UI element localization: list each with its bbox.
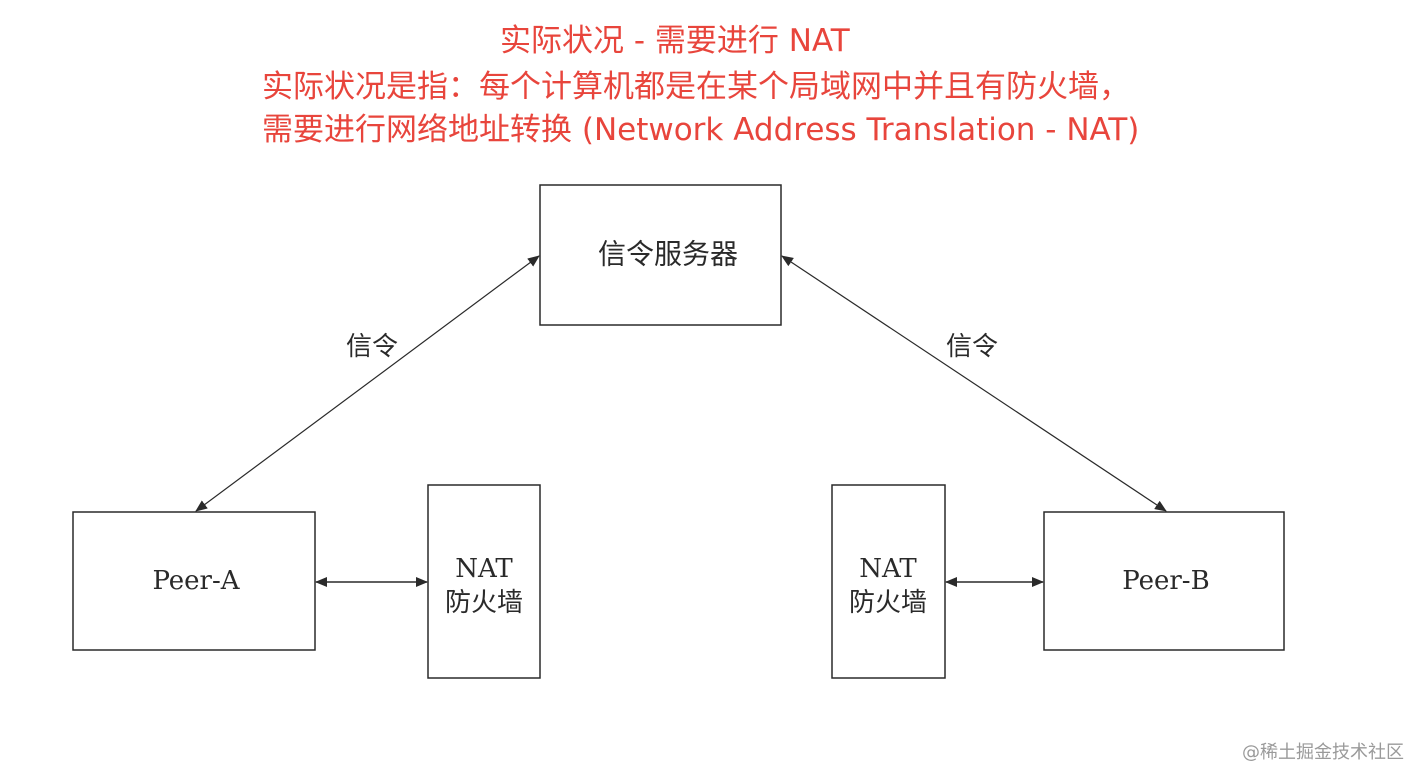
firewall-right-label: 防火墙: [849, 588, 927, 618]
nat-firewall-right-box: [831, 484, 946, 679]
description-line-2: 需要进行网络地址转换 (Network Address Translation …: [262, 112, 1140, 148]
firewall-left-label: 防火墙: [445, 588, 523, 618]
peer-a-box: [72, 511, 316, 651]
peer-a-label: Peer-A: [152, 566, 240, 596]
nat-left-label: NAT: [455, 554, 513, 584]
nat-firewall-left-box: [427, 484, 541, 679]
signaling-left-label: 信令: [346, 332, 398, 362]
signaling-server-label: 信令服务器: [598, 238, 738, 271]
signaling-server-box: [539, 184, 782, 326]
signaling-right-label: 信令: [946, 332, 998, 362]
watermark: @稀土掘金技术社区: [1242, 742, 1404, 763]
description-line-1: 实际状况是指：每个计算机都是在某个局域网中并且有防火墙，: [262, 69, 1130, 105]
signaling-arrow-left: [195, 255, 540, 512]
peer-b-box: [1043, 511, 1285, 651]
diagram-title: 实际状况 - 需要进行 NAT: [500, 23, 850, 59]
signaling-arrow-right: [781, 255, 1167, 512]
nat-right-label: NAT: [859, 554, 917, 584]
peer-b-label: Peer-B: [1122, 566, 1209, 596]
